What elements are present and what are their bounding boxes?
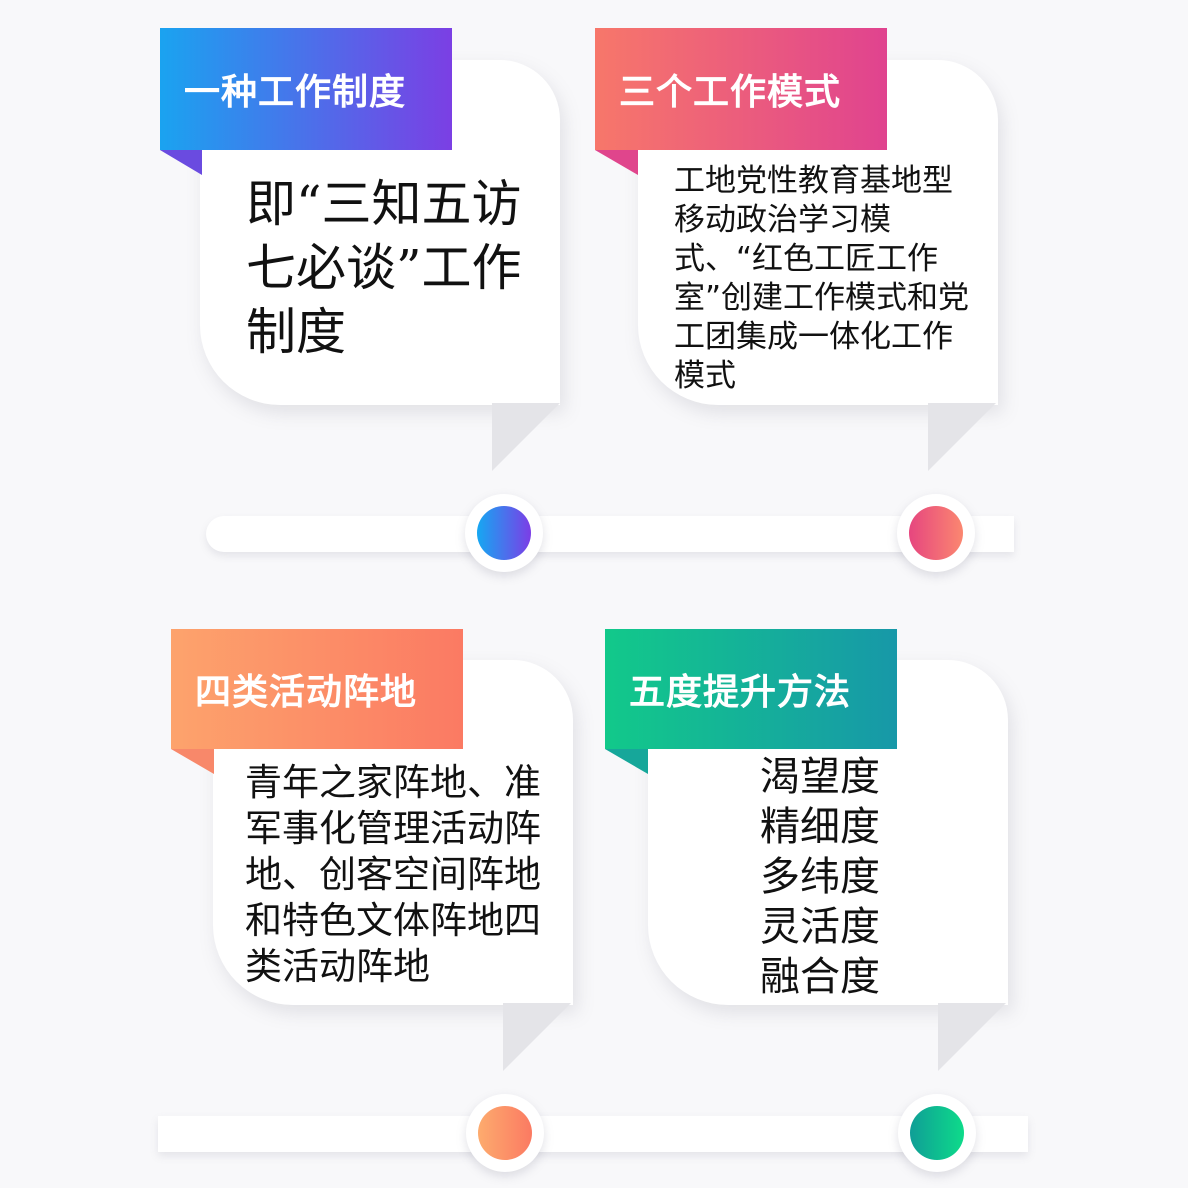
timeline-dot-icon <box>477 506 531 560</box>
card-tail <box>928 403 996 471</box>
section-body: 即“三知五访七必谈”工作制度 <box>246 175 522 361</box>
section-body: 工地党性教育基地型移动政治学习模式、“红色工匠工作室”创建工作模式和党工团集成一… <box>674 163 970 394</box>
timeline-track <box>206 516 1014 552</box>
header-fold <box>605 749 648 774</box>
section-title: 一种工作制度 <box>160 28 452 150</box>
list-item: 融合度 <box>760 954 880 1000</box>
section-title: 五度提升方法 <box>605 629 897 749</box>
card-tail <box>503 1003 571 1071</box>
header-fold <box>171 749 214 774</box>
section-title: 三个工作模式 <box>595 28 887 150</box>
timeline-node-4 <box>898 1094 976 1172</box>
timeline-node-3 <box>466 1094 544 1172</box>
header-fold <box>595 150 638 175</box>
list-item: 多纬度 <box>760 854 880 900</box>
section-body: 青年之家阵地、准军事化管理活动阵地、创客空间阵地和特色文体阵地四类活动阵地 <box>245 761 541 988</box>
timeline-dot-icon <box>478 1106 532 1160</box>
timeline-node-1 <box>465 494 543 572</box>
section-title: 四类活动阵地 <box>171 629 463 749</box>
timeline-dot-icon <box>909 506 963 560</box>
section-body-list: 渴望度 精细度 多纬度 灵活度 融合度 <box>760 752 920 1002</box>
list-item: 灵活度 <box>760 904 880 950</box>
timeline-node-2 <box>897 494 975 572</box>
card-tail <box>938 1003 1006 1071</box>
list-item: 渴望度 <box>760 754 880 800</box>
header-fold <box>160 150 202 175</box>
card-tail <box>492 403 560 471</box>
timeline-track <box>158 1116 1028 1152</box>
timeline-dot-icon <box>910 1106 964 1160</box>
list-item: 精细度 <box>760 804 880 850</box>
